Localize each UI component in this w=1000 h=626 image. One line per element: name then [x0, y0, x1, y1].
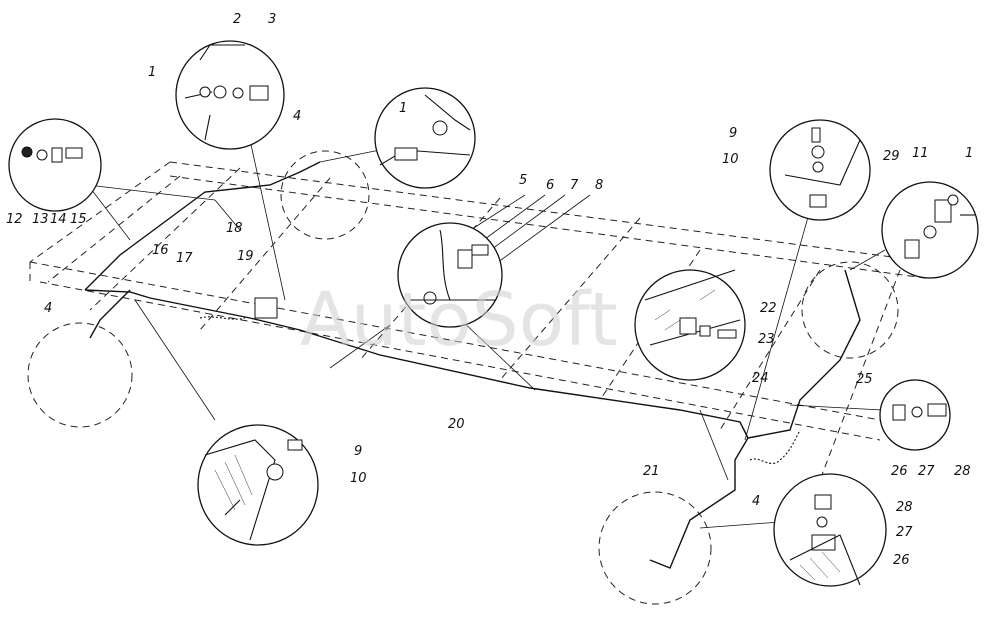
callout-11: 11 — [912, 146, 929, 161]
callout-19: 19 — [237, 249, 254, 264]
detail-view-pipe-clip-rear — [881, 181, 979, 279]
callout-9-right: 9 — [729, 126, 737, 141]
detail-view-hose-connection — [197, 424, 319, 546]
brake-pipe-main — [84, 161, 861, 569]
detail-view-hose-connection-rear — [769, 119, 871, 221]
callout-26-bottom: 26 — [893, 553, 910, 568]
detail-view-pipe-clamp-top — [175, 40, 285, 150]
callout-2: 2 — [233, 12, 241, 27]
callout-24: 24 — [752, 371, 769, 386]
callout-28-right: 28 — [954, 464, 971, 479]
callout-12: 12 — [6, 212, 23, 227]
leader-lines — [87, 139, 886, 529]
callout-15: 15 — [70, 212, 87, 227]
detail-view-bracket-bolt-bottom — [773, 473, 887, 587]
callout-28-bottom: 28 — [896, 500, 913, 515]
callout-17: 17 — [176, 251, 193, 266]
callout-25: 25 — [856, 372, 873, 387]
callout-18: 18 — [226, 221, 243, 236]
detail-view-pipe-fitting-front — [374, 87, 476, 189]
callout-20: 20 — [448, 417, 465, 432]
brake-tee-connector — [254, 297, 278, 319]
callout-1-right: 1 — [965, 146, 973, 161]
callout-13: 13 — [32, 212, 49, 227]
callout-23: 23 — [758, 332, 775, 347]
callout-16: 16 — [152, 243, 169, 258]
callout-29: 29 — [883, 149, 900, 164]
detail-zone-front-left — [27, 322, 133, 428]
detail-view-bolt-set-left — [8, 118, 102, 212]
callout-6: 6 — [546, 178, 554, 193]
detail-view-tee-mount — [634, 269, 746, 381]
callout-27-bottom: 27 — [896, 525, 913, 540]
detail-zone-rear-right — [801, 261, 899, 359]
callout-22: 22 — [760, 301, 777, 316]
callout-10-left: 10 — [350, 471, 367, 486]
detail-zone-rear-left — [598, 491, 712, 605]
callout-4-front-left: 4 — [44, 301, 52, 316]
callout-27-right: 27 — [918, 464, 935, 479]
callout-1-top: 1 — [148, 65, 156, 80]
callout-3: 3 — [268, 12, 276, 27]
callout-10-right: 10 — [722, 152, 739, 167]
callout-21: 21 — [643, 464, 660, 479]
callout-1-mid: 1 — [399, 101, 407, 116]
callout-4-rear: 4 — [752, 494, 760, 509]
callout-7: 7 — [570, 178, 579, 193]
detail-zone-front-right — [280, 150, 370, 240]
callout-labels: 1 2 3 4 1 12 13 14 15 18 4 16 17 19 5 6 … — [6, 12, 973, 568]
callout-26-right: 26 — [891, 464, 908, 479]
callout-5: 5 — [519, 173, 527, 188]
callout-8: 8 — [595, 178, 603, 193]
watermark-text: AutoSoft — [300, 277, 618, 363]
callout-4-front-right: 4 — [293, 109, 301, 124]
detail-view-pipe-bracket-center — [397, 222, 503, 328]
callout-14: 14 — [50, 212, 67, 227]
detail-view-bracket-bolt-rear — [879, 379, 951, 451]
callout-9-left: 9 — [354, 444, 362, 459]
